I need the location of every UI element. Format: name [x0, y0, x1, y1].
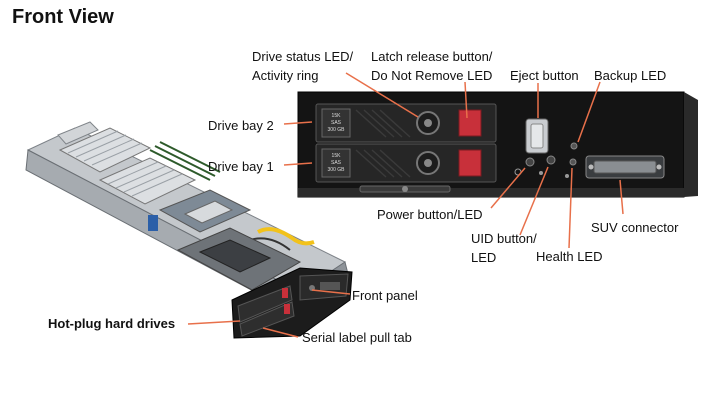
drive-label-line: 300 GB: [328, 127, 346, 133]
label-power-button: Power button/LED: [377, 207, 483, 222]
power-button[interactable]: [525, 157, 535, 167]
label-line: Activity ring: [252, 68, 319, 83]
health-icon: [565, 174, 569, 178]
drive-label-line: SAS: [331, 160, 342, 166]
label-drive-bay-1: Drive bay 1: [208, 159, 274, 174]
callout-lines: [187, 72, 624, 338]
label-drive-bay-2: Drive bay 2: [208, 118, 274, 133]
latch-release-button[interactable]: [458, 109, 482, 137]
drive-label-line: 300 GB: [328, 167, 346, 173]
label-line: Latch release button/: [371, 49, 493, 64]
label-line: Do Not Remove LED: [371, 68, 493, 83]
drive-label-line: 15K: [332, 113, 342, 119]
label-line: Drive status LED/: [252, 49, 354, 64]
blade-server-illustration: [25, 121, 353, 339]
label-drive-status-led: Drive status LED/ Activity ring: [252, 47, 353, 85]
eject-button[interactable]: [525, 118, 549, 154]
uid-icon: [539, 171, 543, 175]
label-backup-led: Backup LED: [594, 68, 667, 83]
label-line: LED: [471, 250, 497, 265]
label-hot-plug-drives: Hot-plug hard drives: [48, 316, 176, 331]
label-uid-button: UID button/ LED: [471, 229, 537, 267]
label-front-panel: Front panel: [352, 288, 418, 303]
backup-led-icon: [570, 142, 578, 150]
drive-label-line: 15K: [332, 153, 342, 159]
drive-label-line: SAS: [331, 120, 342, 126]
page-title: Front View: [12, 6, 114, 28]
label-eject-button: Eject button: [510, 68, 579, 83]
label-serial-pull-tab: Serial label pull tab: [302, 330, 412, 345]
label-line: UID button/: [471, 231, 537, 246]
label-suv-connector: SUV connector: [591, 220, 679, 235]
label-health-led: Health LED: [536, 249, 603, 264]
suv-connector[interactable]: [585, 155, 665, 179]
front-panel-illustration: 15K SAS 300 GB 15K SAS 300 GB: [297, 91, 698, 198]
health-led-icon: [569, 158, 577, 166]
drive-bay-1-drive[interactable]: 15K SAS 300 GB: [315, 143, 497, 183]
drive-bay-2-drive[interactable]: 15K SAS 300 GB: [315, 103, 497, 143]
uid-button[interactable]: [546, 155, 556, 165]
label-latch-release: Latch release button/ Do Not Remove LED: [371, 47, 492, 85]
latch-release-button[interactable]: [458, 149, 482, 177]
